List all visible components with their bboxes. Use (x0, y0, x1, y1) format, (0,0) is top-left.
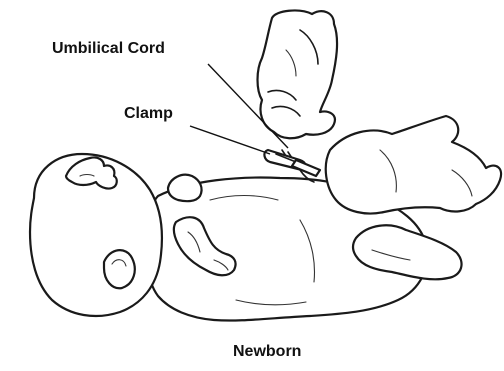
umbilical-clamp (264, 150, 320, 176)
adult-hand (258, 11, 338, 139)
figure-caption: Newborn (233, 344, 301, 360)
clamp-label: Clamp (124, 106, 173, 122)
umbilical-cord-label: Umbilical Cord (52, 41, 165, 57)
baby-head (30, 154, 162, 316)
clamp-leader (190, 126, 270, 154)
baby-arm-right (168, 175, 202, 201)
